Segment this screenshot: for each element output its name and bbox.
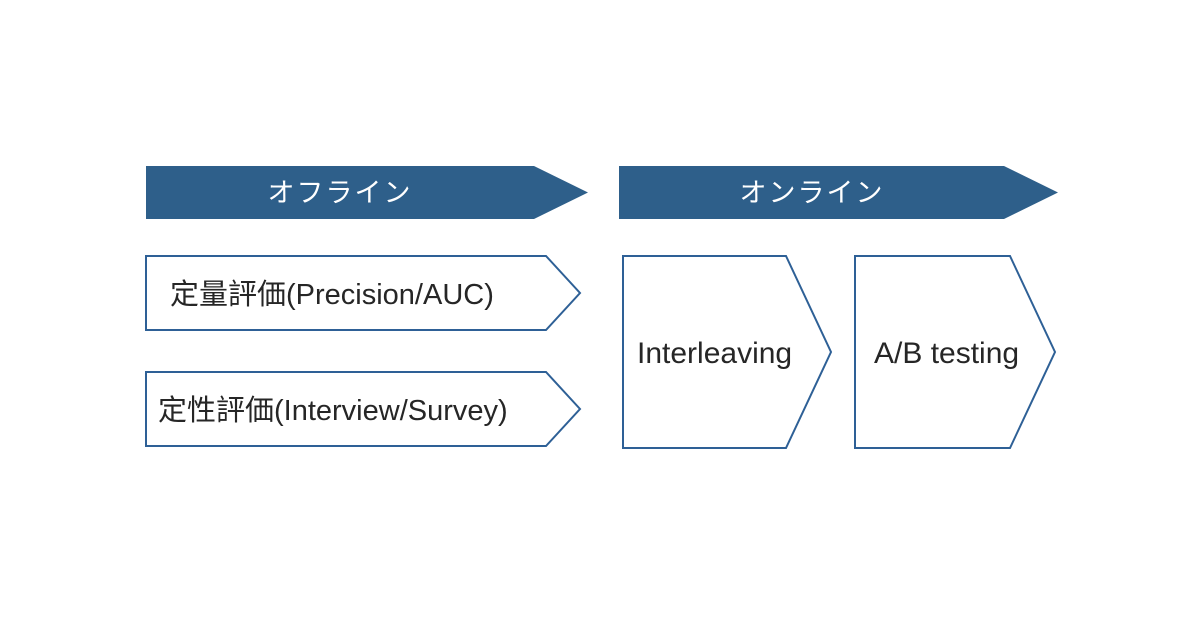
online-item-interleaving[interactable]: Interleaving <box>622 255 833 449</box>
qualitative-arrow-shape <box>145 371 582 447</box>
online-phase-banner[interactable]: オンライン <box>619 166 1058 219</box>
online-item-ab-testing[interactable]: A/B testing <box>854 255 1057 449</box>
offline-phase-banner[interactable]: オフライン <box>146 166 588 219</box>
ab-testing-pentagon-shape <box>854 255 1057 449</box>
ab-testing-label: A/B testing <box>874 337 1019 370</box>
offline-banner-chevron <box>146 166 588 219</box>
quantitative-label: 定量評価(Precision/AUC) <box>170 278 494 311</box>
interleaving-label: Interleaving <box>637 337 792 370</box>
offline-item-qualitative[interactable]: 定性評価(Interview/Survey) <box>145 371 582 447</box>
offline-banner-label: オフライン <box>268 178 413 208</box>
offline-item-quantitative[interactable]: 定量評価(Precision/AUC) <box>145 255 582 331</box>
online-banner-label: オンライン <box>740 178 885 208</box>
online-banner-chevron <box>619 166 1058 219</box>
qualitative-label: 定性評価(Interview/Survey) <box>158 394 508 427</box>
quantitative-arrow-shape <box>145 255 582 331</box>
interleaving-pentagon-shape <box>622 255 833 449</box>
